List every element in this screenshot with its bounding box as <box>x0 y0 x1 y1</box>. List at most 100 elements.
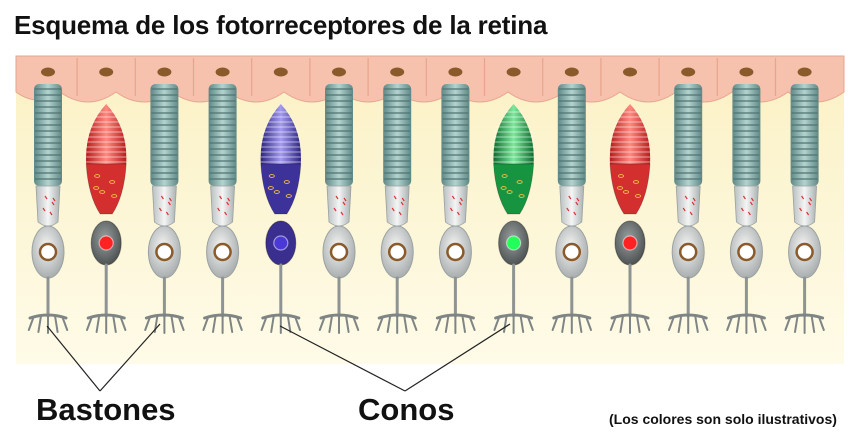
mitochondria-mark <box>160 195 164 200</box>
mitochondria-mark <box>806 211 810 216</box>
mitochondria-mark <box>616 186 624 190</box>
dendrite-branch <box>270 316 275 333</box>
mitochondria-mark <box>111 194 118 198</box>
mitochondria-mark <box>398 211 402 216</box>
rod-outer-segment <box>557 84 586 186</box>
mitochondria-mark <box>742 195 746 200</box>
mitochondria-mark <box>340 211 344 216</box>
dendrite-branch <box>287 316 292 333</box>
mitochondria-mark <box>689 211 693 216</box>
rod-nucleus <box>155 242 174 262</box>
dendrite-branch <box>435 316 442 331</box>
mitochondria-mark <box>44 195 48 200</box>
mitochondria-mark <box>516 180 523 184</box>
cone-cell-blue <box>260 104 302 334</box>
rod-nucleus <box>446 242 465 262</box>
mitochondria-mark <box>285 194 292 198</box>
rod-cell <box>668 84 709 334</box>
mitochondria-mark <box>568 195 572 200</box>
rod-cell <box>377 84 418 334</box>
epithelium-nucleus <box>332 67 346 77</box>
dendrite-branch <box>377 316 384 331</box>
mitochondria-mark <box>632 180 640 184</box>
rod-cell <box>784 84 825 334</box>
rod-cell <box>27 84 69 334</box>
dendrite-branch <box>236 316 243 331</box>
rod-outer-segment <box>674 84 703 186</box>
rod-inner-segment <box>559 185 585 227</box>
dendrite-branch <box>759 316 767 331</box>
dendrite-branch <box>578 316 583 333</box>
rods-label: Bastones <box>36 392 176 427</box>
mitochondria-mark <box>576 197 580 202</box>
rod-nucleus <box>38 242 58 262</box>
mitochondria-mark <box>808 201 812 206</box>
cone-inner-segment <box>85 163 127 215</box>
dendrite-branch <box>818 316 825 331</box>
mitochondria-mark <box>617 174 625 178</box>
dendrite-branch <box>112 316 117 333</box>
dendrite-branch <box>784 316 792 331</box>
mitochondria-mark <box>335 195 339 200</box>
mitochondria-mark <box>333 207 337 212</box>
cones-leader-left <box>279 325 406 392</box>
mitochondria-mark <box>99 190 106 194</box>
mitochondria-mark <box>506 190 513 194</box>
dendrite-branch <box>468 316 476 331</box>
mitochondria-mark <box>634 194 642 198</box>
dendrite-branch <box>726 316 733 331</box>
rod-inner-segment <box>326 185 352 227</box>
mitochondria-mark <box>682 207 686 212</box>
dendrite-branch <box>694 316 699 333</box>
mitochondria-mark <box>165 211 169 216</box>
rods-leader-right <box>99 323 161 392</box>
dendrite-branch <box>619 316 624 333</box>
mitochondria-mark <box>692 197 696 202</box>
mitochondria-mark <box>747 211 751 216</box>
dendrite-branch <box>636 316 641 333</box>
rod-nucleus <box>387 242 407 262</box>
epithelium-nucleus <box>681 67 696 77</box>
cone-outer-segment <box>609 104 651 164</box>
dendrite-branch <box>493 316 501 331</box>
dendrite-branch <box>519 316 525 333</box>
rod-nucleus <box>213 242 232 262</box>
mitochondria-mark <box>273 190 280 194</box>
mitochondria-mark <box>691 201 695 206</box>
mitochondria-mark <box>451 195 455 200</box>
cone-cell-red <box>609 104 651 334</box>
dendrite-branch <box>119 316 127 331</box>
epithelium-nucleus <box>41 67 55 77</box>
cones-leader-right <box>404 323 511 392</box>
dendrite-branch <box>643 316 651 331</box>
dendrite-branch <box>444 316 450 333</box>
mitochondria-mark <box>391 207 395 212</box>
rod-outer-segment <box>208 84 237 186</box>
dendrite-branch <box>27 316 35 331</box>
rod-outer-segment <box>325 84 353 186</box>
dendrite-branch <box>386 316 391 333</box>
epithelium-nucleus <box>273 67 288 77</box>
rod-nucleus <box>329 242 349 262</box>
dendrite-branch <box>260 316 268 331</box>
mitochondria-mark <box>224 211 228 216</box>
rod-inner-segment <box>792 185 818 227</box>
rod-inner-segment <box>151 185 177 227</box>
dendrite-branch <box>503 316 508 333</box>
mitochondria-mark <box>393 195 397 200</box>
mitochondria-mark <box>449 207 453 212</box>
rod-inner-segment <box>442 185 468 227</box>
epithelium-nucleus <box>215 67 230 77</box>
epithelium-nucleus <box>448 67 463 77</box>
dendrite-branch <box>701 316 709 331</box>
rods-leader-left <box>46 325 101 392</box>
pigment-epithelium <box>15 55 845 103</box>
epithelium-nucleus <box>99 67 114 77</box>
epithelium-nucleus <box>506 67 521 77</box>
cone-cell-red <box>85 104 127 334</box>
dendrite-branch <box>318 316 326 331</box>
dendrite-branch <box>177 316 185 331</box>
dendrite-branch <box>170 316 175 333</box>
rod-inner-segment <box>35 185 61 227</box>
